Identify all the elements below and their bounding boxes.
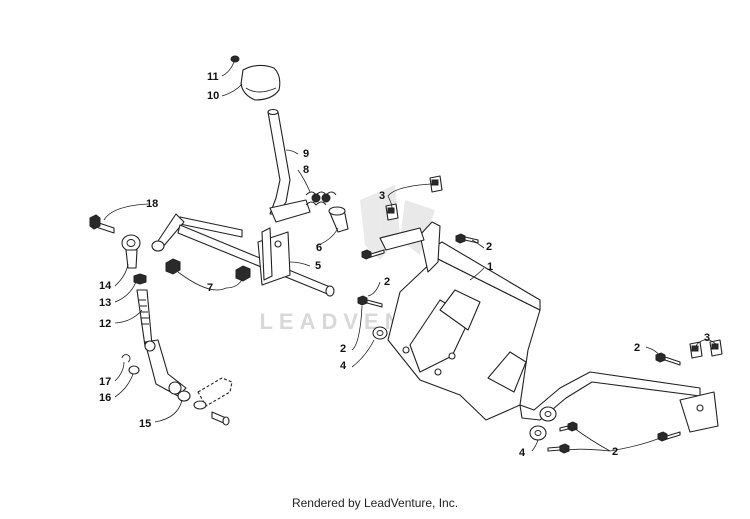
clip <box>689 341 703 359</box>
callout-3: 3 <box>379 190 385 202</box>
callout-12: 12 <box>99 318 111 330</box>
spacer <box>539 406 557 422</box>
callout-4: 4 <box>519 447 526 459</box>
nut <box>235 265 251 282</box>
rod-end <box>121 234 141 269</box>
shift-rod-assembly <box>151 213 335 297</box>
callout-4: 4 <box>340 360 347 372</box>
spacer <box>529 425 547 441</box>
jam-nut <box>133 273 147 285</box>
nut <box>165 258 181 275</box>
ball-joint <box>177 377 233 426</box>
shift-lever <box>267 108 311 223</box>
adjuster-rod <box>136 289 153 347</box>
callout-10: 10 <box>207 90 219 102</box>
callout-2: 2 <box>486 241 492 253</box>
shift-arm <box>144 339 187 397</box>
washer <box>128 365 140 375</box>
leader-lines <box>103 61 717 452</box>
callout-2: 2 <box>384 276 390 288</box>
callout-8: 8 <box>303 164 309 176</box>
callout-2: 2 <box>340 343 346 355</box>
pivot-pin <box>328 206 349 233</box>
callout-16: 16 <box>99 392 111 404</box>
support-arm <box>519 371 719 433</box>
screw <box>657 431 681 442</box>
clip <box>429 175 443 193</box>
spring <box>305 191 337 206</box>
callout-13: 13 <box>99 297 111 309</box>
callout-14: 14 <box>99 280 112 292</box>
callout-2: 2 <box>612 446 618 458</box>
callout-11: 11 <box>207 71 219 83</box>
callout-1: 1 <box>487 261 493 273</box>
callout-18: 18 <box>146 198 158 210</box>
bolt <box>89 214 115 234</box>
callout-5: 5 <box>315 260 321 272</box>
spacer <box>372 326 388 340</box>
shift-knob <box>240 64 281 101</box>
screw <box>361 249 385 260</box>
screw <box>357 295 383 308</box>
screw <box>655 352 681 366</box>
callout-15: 15 <box>139 418 151 430</box>
callout-2: 2 <box>634 342 640 354</box>
shifter-mount-bracket <box>379 221 541 421</box>
e-clip <box>121 354 131 363</box>
callout-17: 17 <box>99 376 111 388</box>
callout-7: 7 <box>207 282 213 294</box>
footer-credit: Rendered by LeadVenture, Inc. <box>291 496 459 510</box>
screw <box>559 421 578 432</box>
set-screw <box>230 55 240 63</box>
callout-labels: 11 10 9 8 18 6 5 7 14 13 12 17 16 15 3 2… <box>99 71 710 459</box>
screw <box>547 443 570 454</box>
callout-6: 6 <box>316 242 322 254</box>
callout-3: 3 <box>704 332 710 344</box>
clip <box>709 339 723 357</box>
clip <box>385 203 399 221</box>
callout-9: 9 <box>303 148 309 160</box>
